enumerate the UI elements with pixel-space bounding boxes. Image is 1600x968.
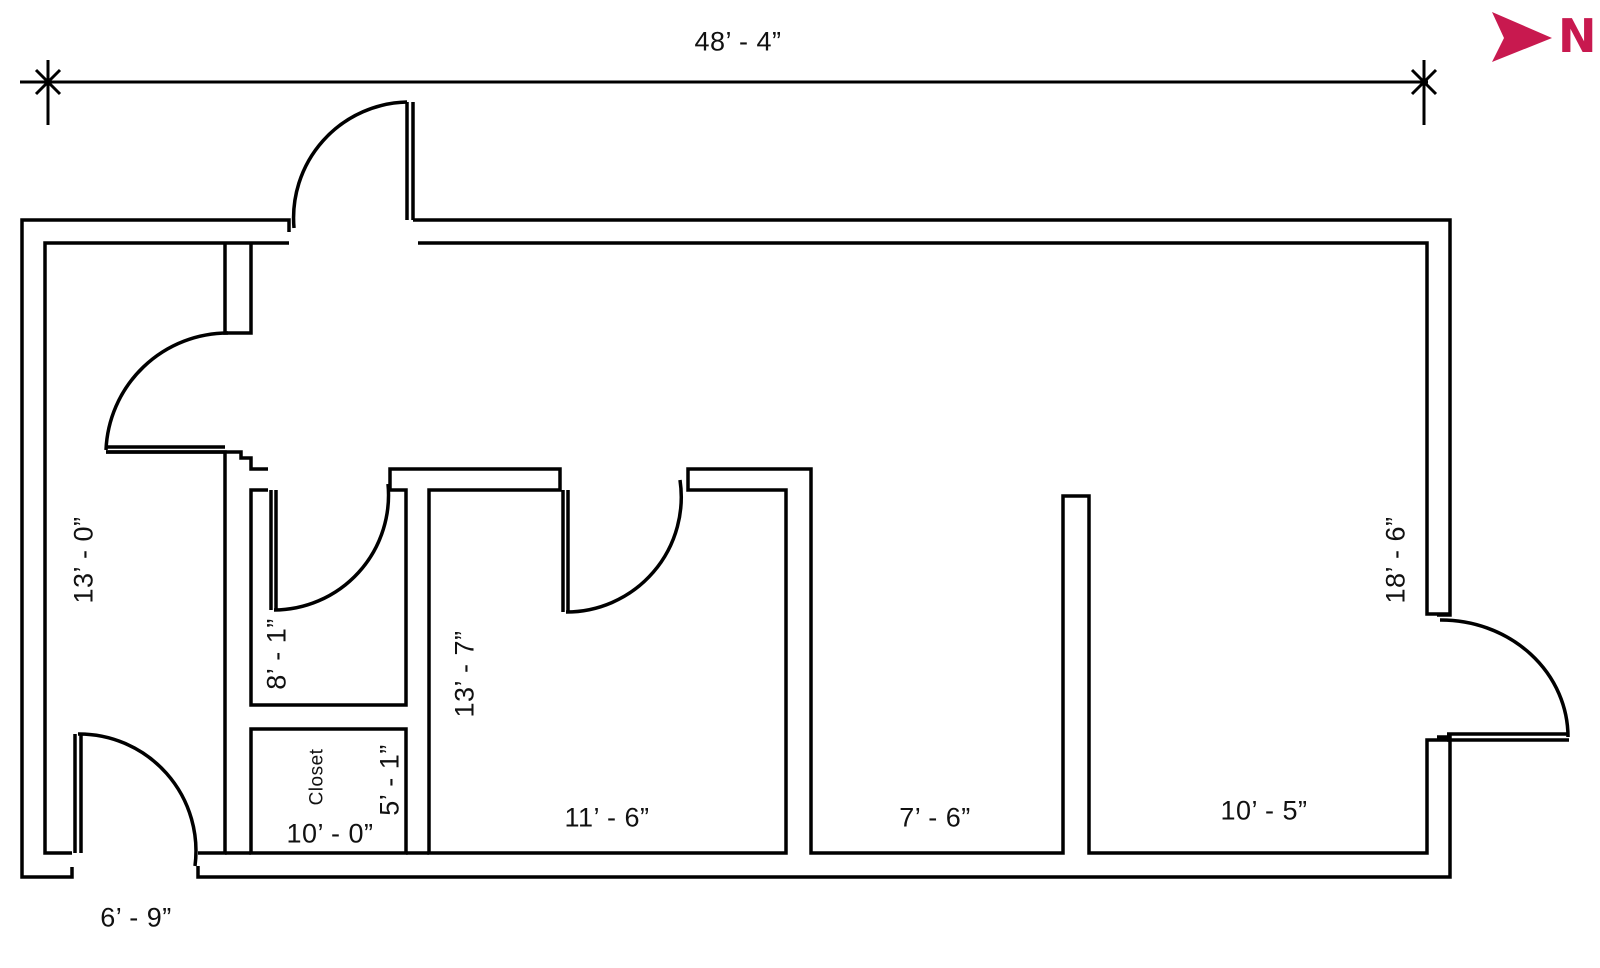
room-a-depth-label: 13’ - 7” bbox=[449, 630, 480, 718]
room-a-width-label: 11’ - 6” bbox=[564, 802, 650, 833]
door-room-a-icon bbox=[561, 479, 684, 614]
room-c-width-label: 10’ - 5” bbox=[1220, 795, 1308, 826]
dimension-tick-left-icon bbox=[34, 60, 62, 125]
dimension-tick-right-icon bbox=[1410, 60, 1438, 125]
closet-depth-label: 5’ - 1” bbox=[374, 744, 405, 816]
doors bbox=[73, 100, 1570, 867]
north-arrow-icon bbox=[1492, 12, 1552, 62]
overall-dimension-line bbox=[20, 60, 1438, 125]
door-right-side-icon bbox=[1439, 618, 1570, 742]
small-room-depth-label: 8’ - 1” bbox=[261, 618, 292, 690]
right-side-depth-label: 18’ - 6” bbox=[1380, 516, 1411, 604]
room-b-width-label: 7’ - 6” bbox=[899, 802, 971, 833]
door-top-entrance-icon bbox=[291, 100, 415, 229]
door-left-corridor-icon bbox=[104, 331, 229, 454]
door-bottom-entry-icon bbox=[73, 732, 198, 867]
closet-outline bbox=[249, 727, 408, 855]
north-label: N bbox=[1558, 9, 1597, 63]
entry-width-label: 6’ - 9” bbox=[100, 902, 172, 933]
door-small-room-icon bbox=[269, 483, 391, 612]
overall-width-label: 48’ - 4” bbox=[694, 26, 782, 57]
closet-label: Closet bbox=[306, 748, 328, 806]
north-indicator: N bbox=[1490, 8, 1597, 64]
left-corridor-length-label: 13’ - 0” bbox=[68, 516, 99, 604]
exterior-walls bbox=[20, 218, 1452, 879]
closet-width-label: 10’ - 0” bbox=[286, 818, 374, 849]
